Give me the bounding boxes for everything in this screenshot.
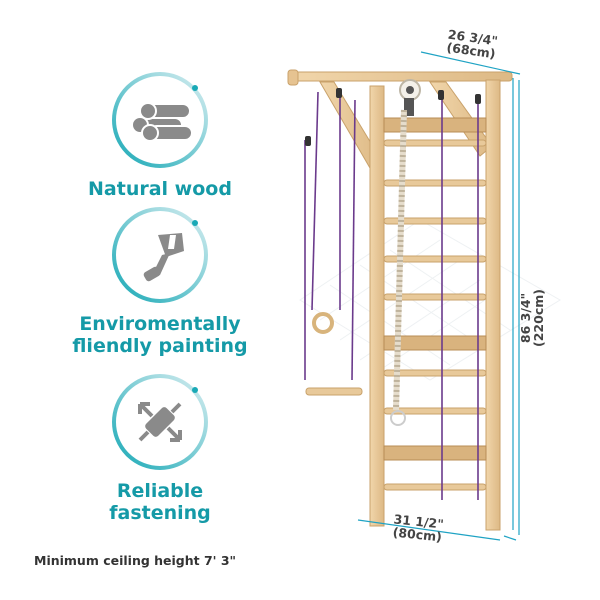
paint-brush-icon xyxy=(143,233,184,282)
trapeze-bar xyxy=(305,387,363,396)
feature-badge xyxy=(110,372,210,472)
feature-label: Natural wood xyxy=(88,178,232,200)
fastening-buckle-icon xyxy=(138,402,182,442)
feature-reliable-fastening: Reliable fastening xyxy=(40,372,280,524)
feature-label-line1: Reliable xyxy=(116,480,204,502)
feature-badge xyxy=(110,70,210,170)
feature-label-line2: fliendly painting xyxy=(72,335,248,357)
top-bar xyxy=(289,71,513,82)
dimension-height-text: 86 3/4"(220cm) xyxy=(518,289,546,347)
ceiling-height-note: Minimum ceiling height 7' 3" xyxy=(34,553,237,568)
rail-left xyxy=(369,85,385,527)
feature-badge xyxy=(110,205,210,305)
feature-label: Enviromentally fliendly painting xyxy=(40,313,280,357)
pulley-blocks xyxy=(305,88,481,146)
rail-right xyxy=(485,79,501,531)
dimension-height-cm: (220cm) xyxy=(531,289,546,347)
rungs xyxy=(383,139,487,491)
cords xyxy=(304,91,479,500)
top-bar-end-left xyxy=(287,69,299,86)
logs-icon xyxy=(131,102,193,142)
cross-boards xyxy=(383,117,487,461)
gym-ring xyxy=(312,312,334,334)
feature-label-line2: fastening xyxy=(109,502,211,524)
feature-eco-painting: Enviromentally fliendly painting xyxy=(40,205,280,357)
feature-label-line1: Enviromentally xyxy=(79,313,241,335)
feature-natural-wood: Natural wood xyxy=(40,70,280,200)
dimension-height: 86 3/4"(220cm) xyxy=(518,268,546,368)
dimension-lines xyxy=(357,51,521,541)
badge-ring xyxy=(112,207,208,303)
climbing-rope xyxy=(390,79,421,426)
feature-label: Reliable fastening xyxy=(40,480,280,524)
